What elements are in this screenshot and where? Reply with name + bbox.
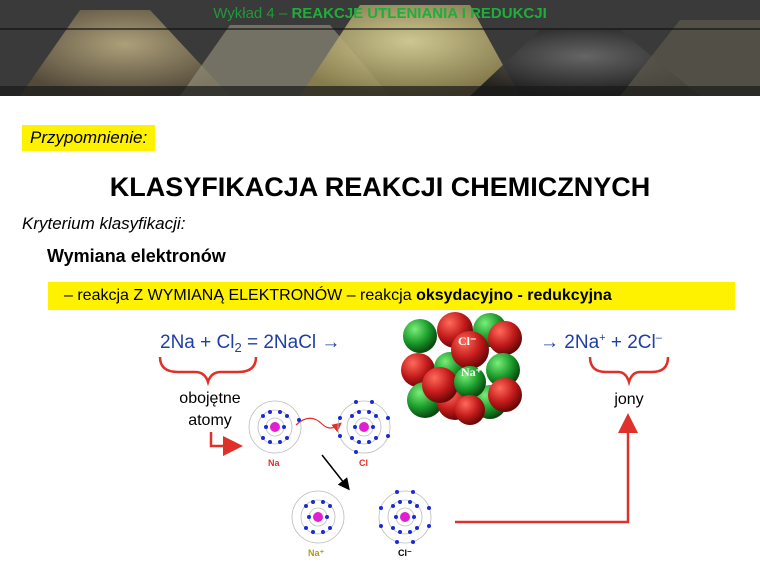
neutral-arrow [209,432,243,456]
header-title: Wykład 4 – REAKCJE UTLENIANIA I REDUKCJI [213,5,547,22]
cl-atom-image: Cl [337,400,391,468]
na-atom-image: Na [248,400,302,468]
ions-label: jony [614,391,644,408]
cl-ion-image: Cl⁻ [378,490,432,558]
neutral-atoms-label: obojętne atomy [170,388,250,432]
neutral-atoms-line1: obojętne [179,390,241,407]
equation-left: 2Na + Cl2 = 2NaCl → [160,332,341,355]
cl-atom-label: Cl [359,458,368,468]
na-ion-image: Na⁺ [291,490,345,558]
cl-ion-label: Cl⁻ [398,548,412,558]
electron-transfer-arrow [295,417,342,433]
crystal-na-label: Na⁺ [461,365,482,379]
ions-bracket [588,356,670,387]
page-title: KLASYFIKACJA REAKCJI CHEMICZNYCH [109,172,651,202]
equation-right: → 2Na+ + 2Cl– [540,332,662,353]
neutral-atoms-line2: atomy [188,412,232,429]
lab-glassware-image [0,0,760,96]
exchange-heading: Wymiana elektronów [47,246,226,266]
header-banner: Wykład 4 – REAKCJE UTLENIANIA I REDUKCJI [0,0,760,96]
na-ion-label: Na⁺ [308,548,325,558]
criterion-label: Kryterium klasyfikacji: [22,214,186,233]
neutral-bracket [158,356,258,387]
ions-arrow [455,413,638,524]
nacl-crystal-image: Cl⁻ Na⁺ [401,312,522,425]
redox-definition: – reakcja Z WYMIANĄ ELEKTRONÓW – reakcja… [48,282,735,310]
na-atom-label: Na [268,458,280,468]
crystal-cl-label: Cl⁻ [458,334,476,348]
reaction-arrow [321,454,350,491]
recall-label: Przypomnienie: [22,125,156,151]
